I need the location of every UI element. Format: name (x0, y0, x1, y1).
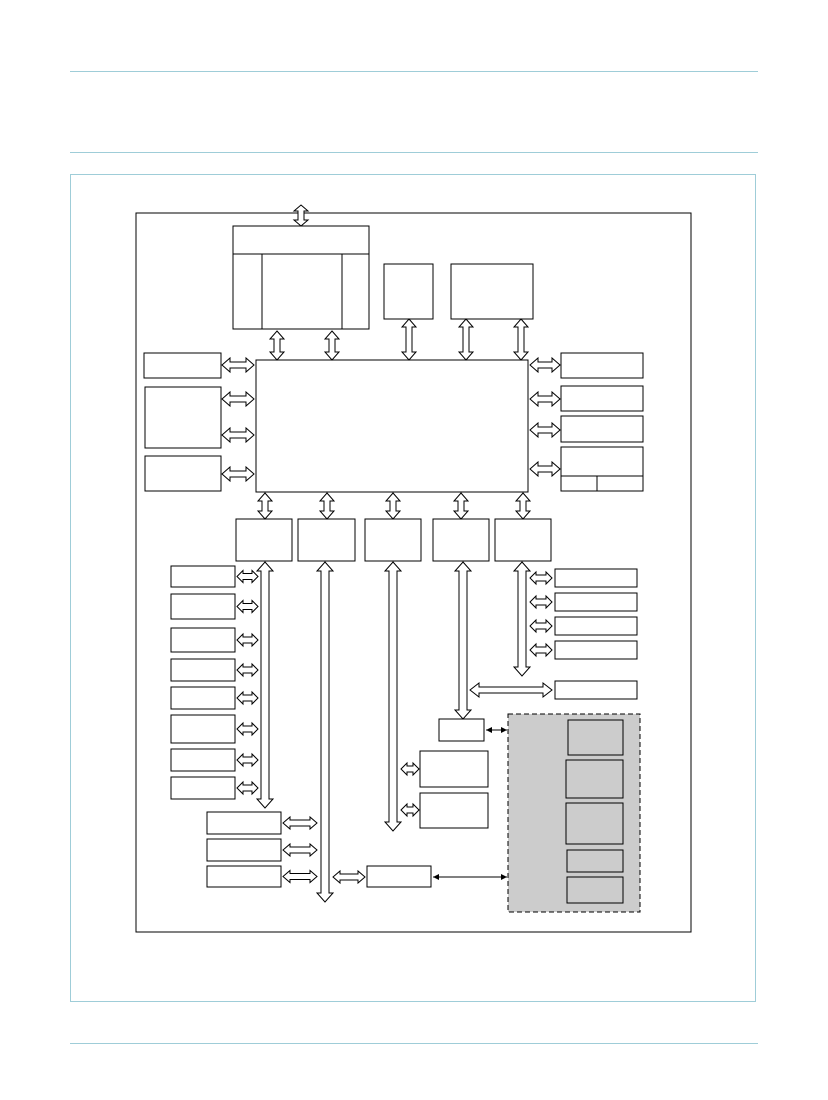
bus5-peripheral-4 (554, 640, 638, 660)
footer-rule (70, 1043, 758, 1044)
bus1-peripheral-3 (170, 627, 236, 653)
bus5-peripheral-arrow-4 (529, 642, 553, 658)
bus2-peripheral-arrow-1 (282, 815, 318, 831)
bridge-block-5 (494, 518, 552, 562)
left-block-2 (144, 386, 222, 449)
bus5-peripheral-arrow-3 (529, 618, 553, 634)
bus5-peripheral-1 (554, 568, 638, 588)
bus1-peripheral-arrow-2 (236, 599, 259, 614)
arrow-top-1 (268, 330, 286, 361)
bus2-peripheral-arrow-3 (282, 869, 318, 884)
diagram-outer-box (135, 212, 692, 933)
shaded-inner-block-4 (566, 849, 624, 873)
bus3-peripheral-2 (419, 792, 489, 829)
bus5-peripheral-2 (554, 592, 638, 612)
arrow-bottom-3 (384, 492, 402, 520)
shaded-inner-block-3 (565, 802, 624, 845)
bus1-peripheral-1 (170, 565, 236, 588)
bus1-peripheral-arrow-8 (236, 780, 259, 796)
left-block-3 (144, 455, 222, 492)
external-bus-arrow (292, 204, 310, 227)
figure-frame (70, 174, 756, 1002)
bus5-peripheral-arrow-2 (529, 594, 553, 610)
bus2-bridge-block (366, 865, 432, 888)
arrow-top-3 (400, 318, 418, 361)
right-block-2 (560, 385, 644, 412)
bus1-peripheral-arrow-5 (236, 690, 259, 706)
top-memory-block (232, 225, 370, 330)
shaded-inner-block-1 (567, 719, 624, 756)
bus1-peripheral-arrow-3 (236, 632, 259, 648)
bus2-peripheral-1 (206, 811, 282, 835)
bus2-bridge-link (433, 874, 507, 880)
shaded-inner-block-2 (565, 759, 624, 799)
bus4-end-block (438, 718, 485, 742)
shaded-inner-block-5 (566, 876, 624, 904)
right-arrow-3 (529, 421, 561, 439)
bus1-peripheral-5 (170, 686, 236, 710)
bus-4 (453, 561, 473, 720)
bus2-bridge-arrow (332, 869, 366, 885)
header-rule-bottom (70, 152, 758, 153)
bus1-peripheral-8 (170, 776, 236, 800)
bus1-peripheral-4 (170, 658, 236, 682)
arrow-top-2 (323, 330, 341, 361)
bus5-peripheral-arrow-1 (529, 570, 553, 586)
bus1-peripheral-arrow-1 (236, 569, 259, 584)
arrow-bottom-4 (452, 492, 470, 520)
bus3-peripheral-1 (419, 750, 489, 788)
bridge-block-4 (432, 518, 490, 562)
bus2-peripheral-arrow-2 (282, 842, 318, 858)
left-arrow-2 (221, 390, 255, 408)
bus1-peripheral-6 (170, 714, 236, 744)
bus2-peripheral-3 (206, 865, 282, 888)
right-arrow-2 (529, 390, 561, 408)
left-arrow-4 (221, 465, 255, 483)
bus1-peripheral-2 (170, 593, 236, 620)
arrow-bottom-5 (514, 492, 532, 520)
right-block-1 (560, 352, 644, 379)
right-block-3 (560, 415, 644, 443)
arrow-top-5 (512, 318, 530, 361)
bus-5 (512, 561, 532, 677)
bus-1 (255, 561, 275, 809)
bus1-peripheral-7 (170, 748, 236, 772)
header-rule-top (70, 71, 758, 72)
shaded-region (507, 713, 641, 913)
bus4-end-link (486, 727, 507, 733)
arrow-bottom-1 (256, 492, 274, 520)
arrow-top-4 (457, 318, 475, 361)
top-wide-block (450, 263, 534, 320)
bridge-block-1 (235, 518, 293, 562)
bus1-peripheral-arrow-4 (236, 662, 259, 678)
top-small-block (383, 263, 434, 320)
left-arrow-1 (221, 356, 255, 374)
right-block-4 (560, 446, 644, 492)
bus4-wide-peripheral (554, 680, 638, 700)
bus1-peripheral-arrow-6 (236, 721, 259, 737)
central-matrix-block (255, 359, 529, 493)
bridge-block-3 (364, 518, 422, 562)
bus4-wide-arrow (469, 681, 553, 699)
bus1-peripheral-arrow-7 (236, 752, 259, 768)
bus3-peripheral-arrow-2 (400, 802, 420, 818)
left-arrow-3 (221, 426, 255, 444)
bus2-peripheral-2 (206, 838, 282, 862)
right-arrow-1 (529, 356, 561, 374)
left-block-1 (143, 352, 222, 379)
bus-2 (315, 561, 335, 903)
bus3-peripheral-arrow-1 (400, 761, 420, 777)
bridge-block-2 (297, 518, 356, 562)
bus-3 (383, 561, 403, 832)
right-arrow-4 (529, 460, 561, 478)
arrow-bottom-2 (318, 492, 336, 520)
bus5-peripheral-3 (554, 616, 638, 636)
